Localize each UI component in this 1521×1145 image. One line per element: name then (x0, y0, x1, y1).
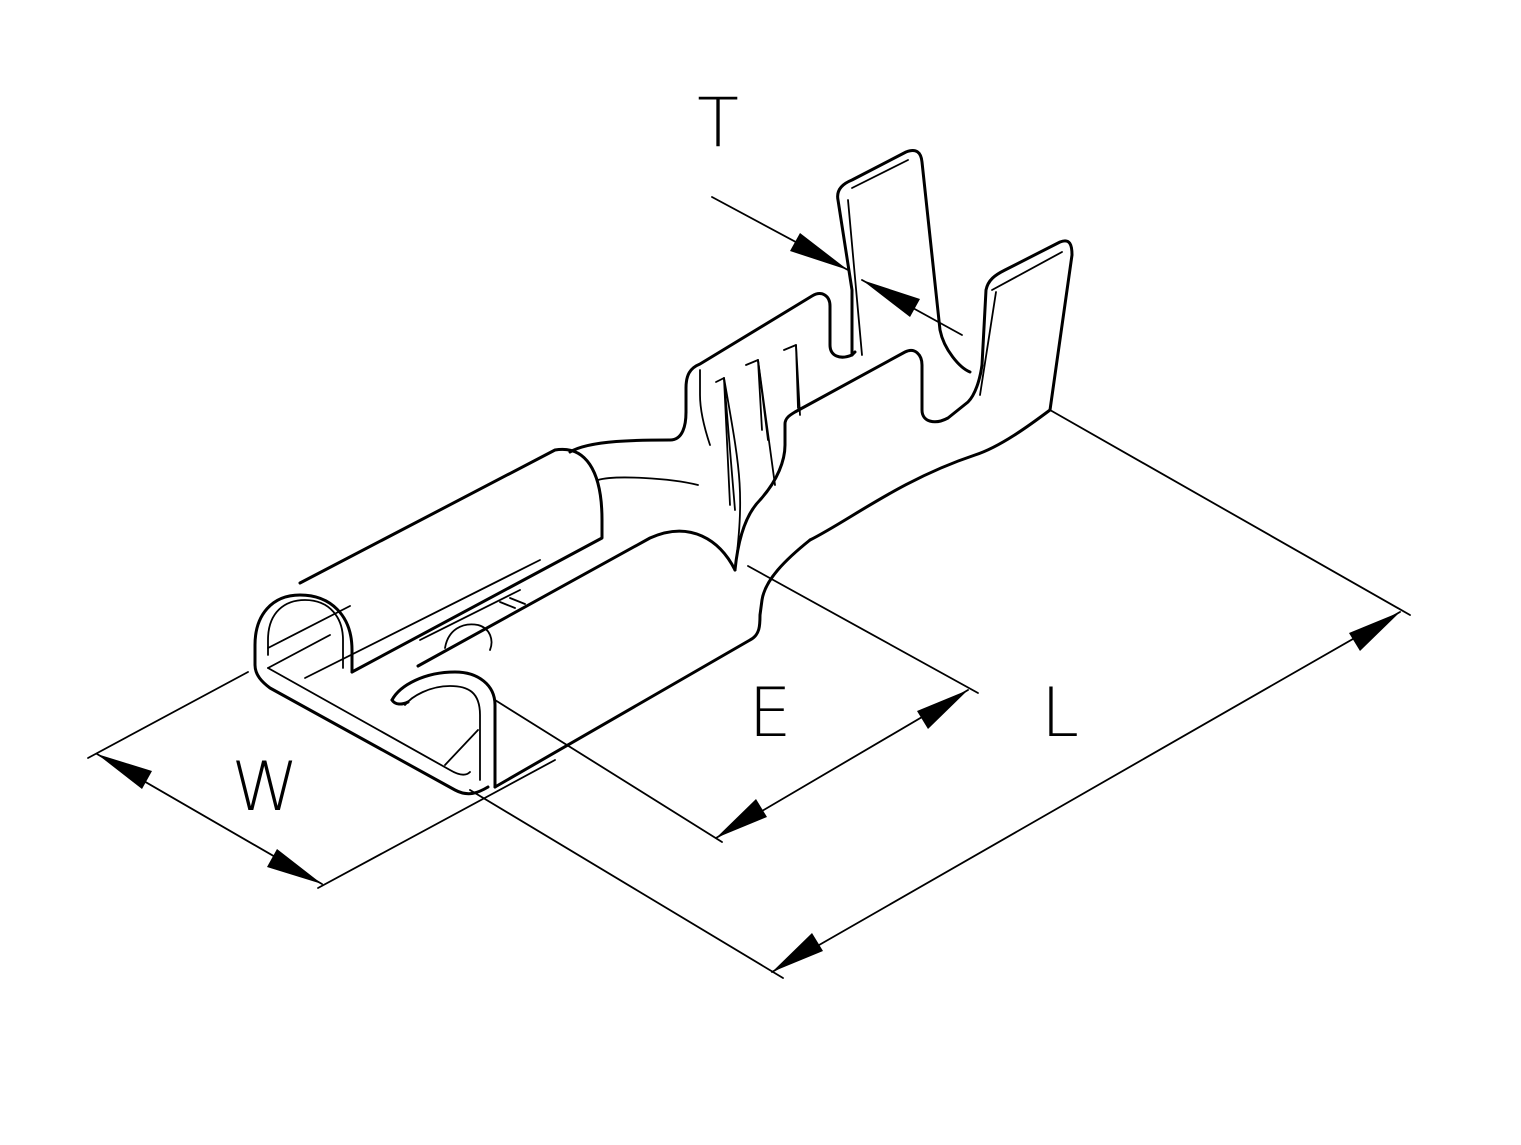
left-crimp-wing-inner (699, 369, 711, 446)
right-side-edge (493, 538, 812, 789)
tall-crimp-wing-inner (847, 159, 909, 356)
rear-crimp-wing-inner (979, 251, 1063, 396)
dimension-label-w: W (231, 748, 299, 827)
front-crimp-wing (783, 349, 984, 432)
front-crimp-face (733, 428, 787, 572)
e-extension-bottom (494, 699, 723, 843)
t-arrowhead-right (862, 280, 920, 317)
lower-body-edge (808, 408, 1052, 542)
base-plate-outer (253, 658, 490, 796)
dimension-label-t: T (697, 84, 739, 163)
tall-crimp-wing (836, 148, 972, 374)
left-curl-tube (298, 447, 604, 674)
dimension-label-e: E (748, 674, 792, 753)
base-plate-inner (267, 667, 471, 776)
dimple (444, 623, 493, 651)
left-curl-end (253, 593, 354, 674)
left-curl-inner-line (267, 605, 351, 649)
l-dimension-line (771, 611, 1401, 973)
right-curl-tube (416, 529, 737, 668)
terminal-body (253, 148, 1074, 796)
l-arrowhead-bottom (772, 933, 823, 972)
w-arrowhead-left (97, 754, 152, 789)
left-crimp-wing (684, 292, 857, 414)
base-slot-short (419, 589, 521, 641)
upper-neck-inner (597, 476, 699, 486)
right-curl-inner (404, 685, 481, 781)
e-arrowhead-top (917, 690, 968, 729)
dimple-slot (499, 597, 526, 609)
l-arrowhead-top (1349, 612, 1400, 651)
l-extension-bottom (469, 789, 784, 979)
w-arrowhead-right (267, 849, 322, 884)
t-arrowhead-left (790, 233, 848, 270)
upper-neck (568, 410, 688, 454)
base-slot-line (304, 559, 541, 679)
l-extension-top (1049, 409, 1411, 616)
right-curl-lip (390, 698, 410, 706)
dimension-lines (87, 196, 1411, 979)
e-extension-top (747, 565, 979, 694)
e-arrowhead-bottom (716, 799, 767, 838)
right-curl-diag (444, 729, 479, 766)
dimension-label-l: L (1041, 674, 1079, 753)
w-extension-right (317, 759, 556, 889)
left-curl-inner (267, 599, 344, 669)
rear-crimp-wing (980, 239, 1074, 412)
right-curl-end (390, 670, 497, 789)
serrations (715, 344, 801, 571)
left-curl-bottom-line (267, 634, 331, 669)
w-extension-left (87, 671, 249, 759)
